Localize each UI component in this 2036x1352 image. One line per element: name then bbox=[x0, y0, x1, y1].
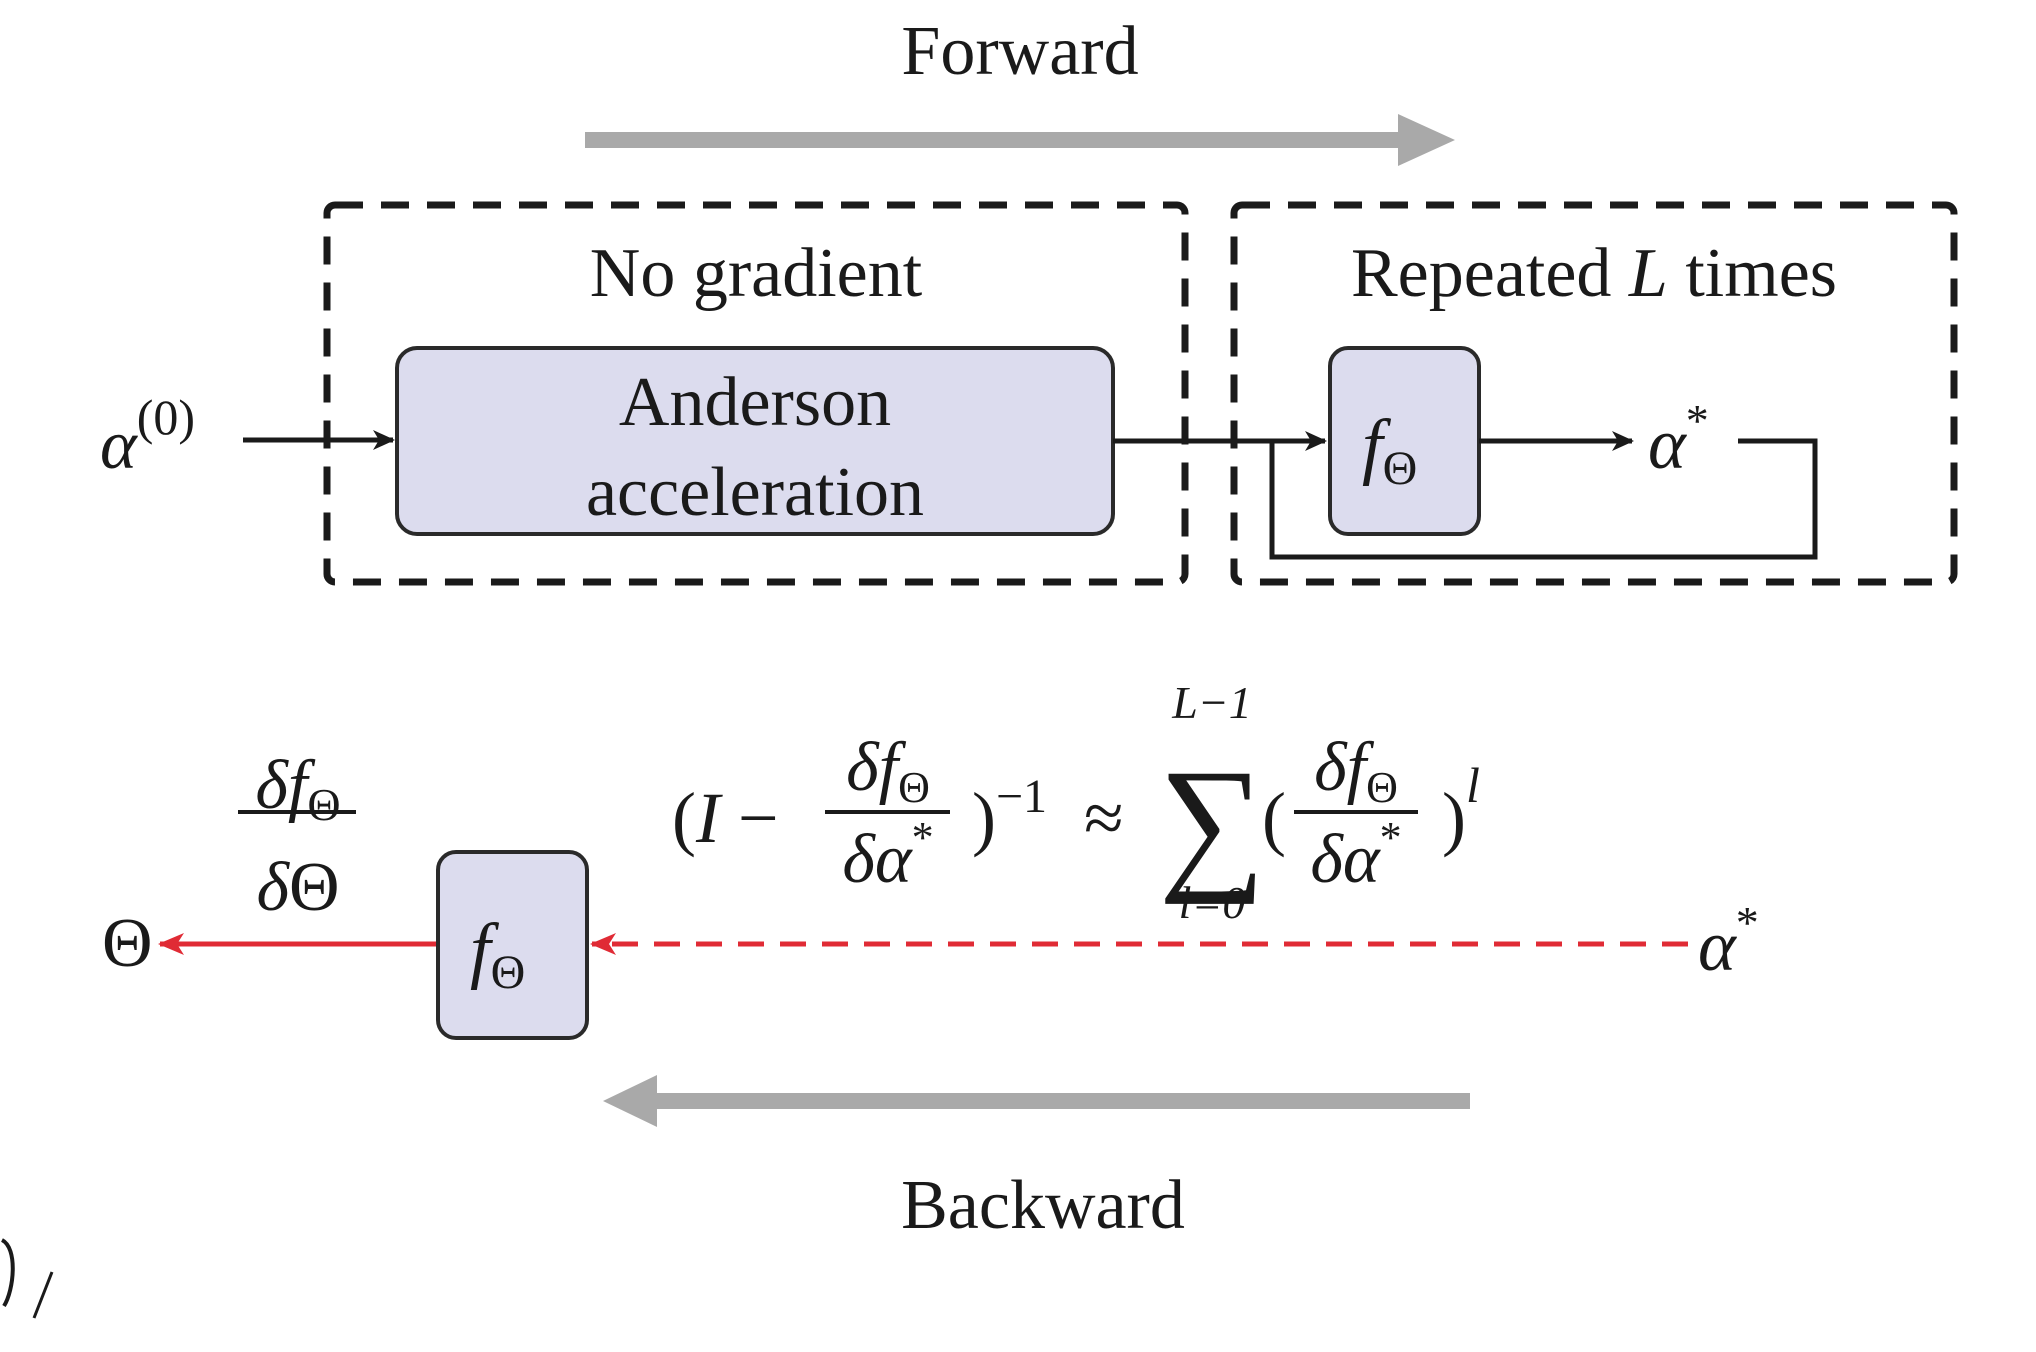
anderson-block-line2: acceleration bbox=[586, 454, 924, 531]
neumann-series-formula: (I − δfΘ δα* )−1 ≈ L−1 ∑ l=0 ( δfΘ δα* )… bbox=[672, 677, 1480, 928]
no-gradient-title: No gradient bbox=[590, 235, 923, 312]
feedback-loop bbox=[1269, 438, 1818, 560]
backward-arrow bbox=[603, 1075, 1470, 1127]
svg-text:δα*: δα* bbox=[842, 813, 933, 898]
svg-text:δfΘ: δfΘ bbox=[255, 747, 340, 830]
df-dtheta-fraction: δfΘ δΘ bbox=[238, 747, 356, 926]
no-gradient-region bbox=[323, 201, 1189, 586]
svg-text:δfΘ: δfΘ bbox=[846, 729, 930, 812]
cropped-glyph-fragment-2 bbox=[32, 1271, 54, 1319]
anderson-block-line1: Anderson bbox=[619, 364, 891, 441]
svg-text:δα*: δα* bbox=[1310, 813, 1401, 898]
svg-text:l=0: l=0 bbox=[1179, 877, 1246, 928]
svg-text:δΘ: δΘ bbox=[256, 849, 339, 926]
svg-text:(I −: (I − bbox=[672, 778, 779, 858]
svg-text:δfΘ: δfΘ bbox=[1314, 729, 1398, 812]
alpha-star-forward: α* bbox=[1648, 395, 1709, 484]
svg-text:)−1: )−1 bbox=[972, 770, 1047, 858]
svg-text:L−1: L−1 bbox=[1171, 677, 1252, 728]
repeated-region bbox=[1230, 201, 1958, 586]
forward-arrow bbox=[585, 114, 1455, 166]
f-theta-block-backward bbox=[436, 850, 589, 1040]
svg-text:)l: )l bbox=[1442, 757, 1480, 858]
svg-text:(: ( bbox=[1262, 778, 1286, 858]
alpha-star-backward: α* bbox=[1698, 897, 1759, 986]
repeated-title: Repeated L times bbox=[1351, 235, 1837, 312]
svg-text:∑: ∑ bbox=[1159, 739, 1266, 905]
forward-label: Forward bbox=[901, 13, 1138, 90]
alpha-init-symbol: α(0) bbox=[100, 389, 195, 484]
cropped-glyph-fragment bbox=[0, 1238, 15, 1308]
theta-output-symbol: Θ bbox=[102, 905, 153, 982]
f-theta-block-forward bbox=[1328, 346, 1481, 536]
backward-label: Backward bbox=[901, 1167, 1185, 1244]
svg-text:≈: ≈ bbox=[1084, 778, 1124, 858]
